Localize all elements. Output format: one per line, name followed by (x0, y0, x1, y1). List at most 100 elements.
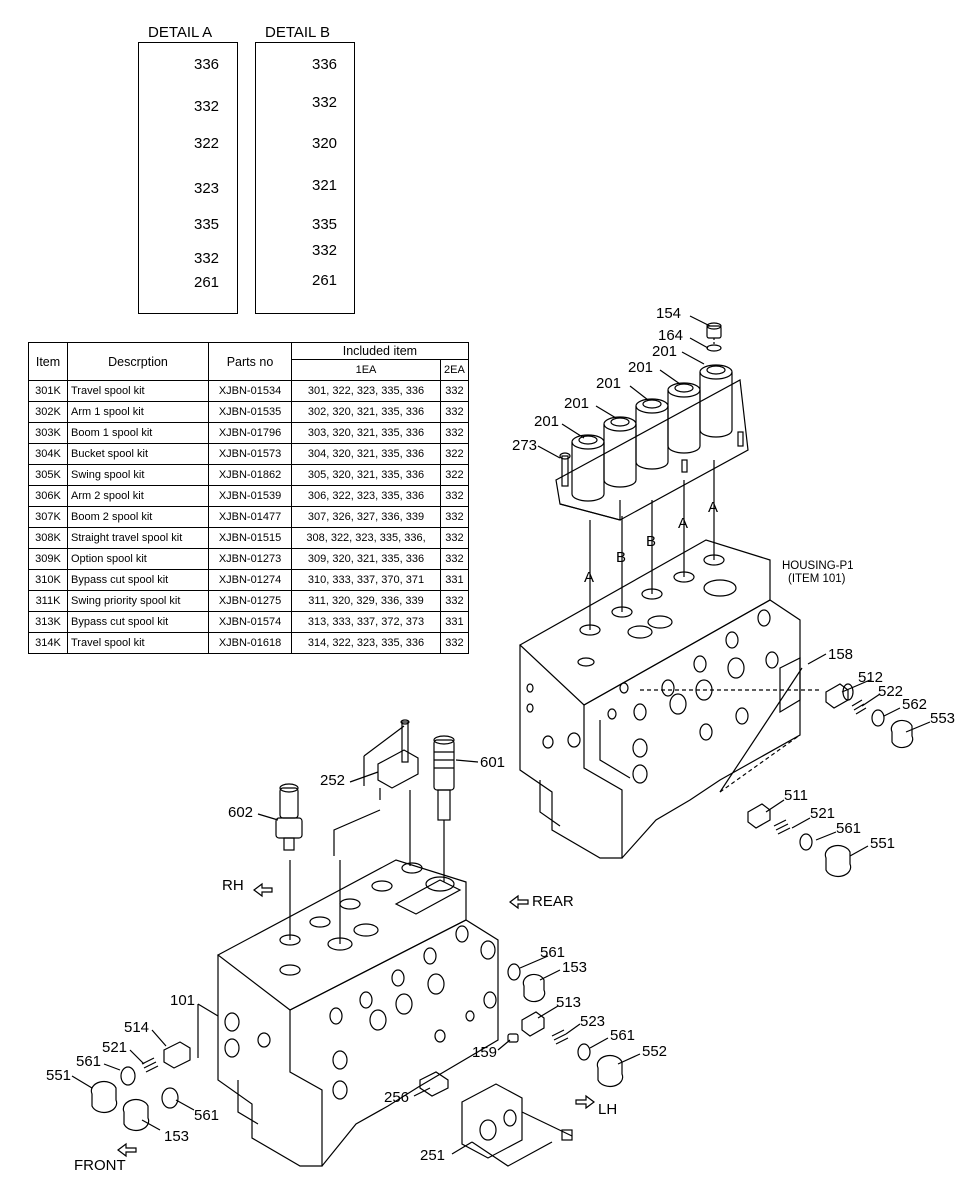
cell-included-2ea: 332 (440, 527, 469, 549)
detail-a-box (138, 42, 238, 314)
upper-right-plugs (747, 683, 914, 878)
cell-included-1ea: 304, 320, 321, 335, 336 (291, 443, 441, 465)
housing-centerlines (589, 460, 715, 630)
cell-parts-no: XJBN-01573 (208, 443, 292, 465)
part-label-273: 273 (512, 437, 538, 454)
part-label-201: 201 (534, 413, 560, 430)
part-label-158: 158 (828, 646, 854, 663)
cell-description: Boom 2 spool kit (67, 506, 209, 528)
part-label-513: 513 (556, 994, 582, 1011)
part-label-511: 511 (784, 787, 808, 804)
cell-description: Arm 1 spool kit (67, 401, 209, 423)
housing-p1-item: (ITEM 101) (788, 573, 846, 585)
part-label-201: 201 (628, 359, 654, 376)
col-header-description: Descrption (67, 342, 209, 381)
cell-item: 307K (28, 506, 68, 528)
detail-b-part-label: 261 (312, 272, 338, 289)
col-header-2ea: 2EA (440, 359, 469, 381)
detail-b-box (255, 42, 355, 314)
spool-kit-table: Item Descrption Parts no Included item 1… (28, 342, 469, 654)
part-label-551: 551 (870, 835, 896, 852)
cell-included-1ea: 309, 320, 321, 335, 336 (291, 548, 441, 570)
part-label-514: 514 (124, 1019, 150, 1036)
housing-101 (216, 790, 499, 1167)
cell-item: 304K (28, 443, 68, 465)
cell-included-2ea: 332 (440, 548, 469, 570)
cell-included-1ea: 301, 322, 323, 335, 336 (291, 380, 441, 402)
cell-included-1ea: 307, 326, 327, 336, 339 (291, 506, 441, 528)
cell-description: Travel spool kit (67, 380, 209, 402)
upper-leader-lines (537, 315, 931, 857)
detail-ref-label: A (678, 515, 689, 532)
cell-included-1ea: 306, 322, 323, 335, 336 (291, 485, 441, 507)
cell-included-2ea: 331 (440, 611, 469, 633)
detail-b-part-label: 321 (312, 177, 338, 194)
detail-b-part-label: 332 (312, 94, 338, 111)
part-label-552: 552 (642, 1043, 668, 1060)
part-label-154: 154 (656, 305, 682, 322)
cell-parts-no: XJBN-01534 (208, 380, 292, 402)
cell-parts-no: XJBN-01618 (208, 632, 292, 654)
part-label-523: 523 (580, 1013, 606, 1030)
direction-arrows (117, 882, 595, 1158)
cell-parts-no: XJBN-01862 (208, 464, 292, 486)
part-label-561: 561 (76, 1053, 102, 1070)
part-label-153: 153 (562, 959, 588, 976)
part-label-521: 521 (102, 1039, 128, 1056)
col-header-item: Item (28, 342, 68, 381)
housing-p1 (518, 539, 820, 859)
cell-parts-no: XJBN-01274 (208, 569, 292, 591)
detail-a-part-label: 332 (194, 250, 220, 267)
part-label-153: 153 (164, 1128, 190, 1145)
part-label-561: 561 (194, 1107, 220, 1124)
part-label-201: 201 (564, 395, 590, 412)
detail-b-part-label: 335 (312, 216, 338, 233)
cell-included-1ea: 311, 320, 329, 336, 339 (291, 590, 441, 612)
part-label-201: 201 (652, 343, 678, 360)
cell-parts-no: XJBN-01273 (208, 548, 292, 570)
lower-components (90, 719, 624, 1159)
cell-parts-no: XJBN-01275 (208, 590, 292, 612)
col-header-included: Included item (291, 342, 469, 360)
cell-description: Boom 1 spool kit (67, 422, 209, 444)
cell-description: Bypass cut spool kit (67, 611, 209, 633)
cell-included-2ea: 332 (440, 590, 469, 612)
cell-item: 310K (28, 569, 68, 591)
cell-included-1ea: 310, 333, 337, 370, 371 (291, 569, 441, 591)
cell-item: 309K (28, 548, 68, 570)
detail-a-part-label: 322 (194, 135, 220, 152)
detail-a-part-label: 332 (194, 98, 220, 115)
cell-item: 306K (28, 485, 68, 507)
detail-ref-label: A (584, 569, 595, 586)
cell-parts-no: XJBN-01477 (208, 506, 292, 528)
detail-b-part-label: 320 (312, 135, 338, 152)
part-label-562: 562 (902, 696, 928, 713)
housing-p1-label: HOUSING-P1 (782, 560, 854, 572)
cell-description: Bypass cut spool kit (67, 569, 209, 591)
detail-a-part-label: 261 (194, 274, 220, 291)
cell-item: 314K (28, 632, 68, 654)
part-label-561: 561 (836, 820, 862, 837)
cell-included-2ea: 332 (440, 632, 469, 654)
cell-included-2ea: 332 (440, 422, 469, 444)
cell-included-2ea: 332 (440, 380, 469, 402)
detail-b-part-label: 336 (312, 56, 338, 73)
cell-item: 311K (28, 590, 68, 612)
cell-item: 302K (28, 401, 68, 423)
detail-a-title: DETAIL A (148, 24, 213, 41)
part-label-101: 101 (170, 992, 196, 1009)
cell-included-1ea: 313, 333, 337, 372, 373 (291, 611, 441, 633)
part-label-553: 553 (930, 710, 956, 727)
part-label-159: 159 (472, 1044, 498, 1061)
cell-included-2ea: 322 (440, 443, 469, 465)
